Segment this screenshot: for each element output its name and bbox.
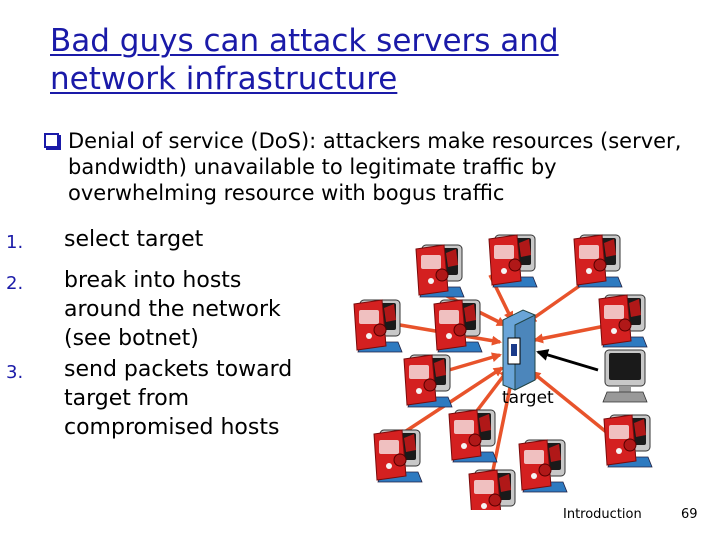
step-3: 3. send packets toward target from compr… xyxy=(6,355,292,442)
title-line-2: network infrastructure xyxy=(50,61,398,97)
host-computer xyxy=(602,349,648,403)
legit-traffic-arrow xyxy=(536,349,599,372)
host-computer xyxy=(433,299,483,353)
intro-bullet: Denial of service (DoS): attackers make … xyxy=(44,128,684,206)
title-line-1: Bad guys can attack servers and xyxy=(50,23,559,59)
footer-section-label: Introduction xyxy=(563,507,642,522)
host-computer xyxy=(518,439,568,493)
host-computer xyxy=(598,294,648,348)
step-text-line: target from xyxy=(64,386,190,411)
step-text-line: compromised hosts xyxy=(64,415,280,440)
target-label: target xyxy=(502,388,554,408)
host-computer xyxy=(403,354,453,408)
host-computer xyxy=(573,234,623,288)
step-number: 2. xyxy=(6,273,24,294)
step-text-line: (see botnet) xyxy=(64,326,199,351)
step-2: 2. break into hosts around the network (… xyxy=(6,266,281,353)
step-number: 1. xyxy=(6,232,24,253)
step-text-line: break into hosts xyxy=(64,268,242,293)
host-computer xyxy=(415,244,465,298)
step-number: 3. xyxy=(6,362,24,383)
host-computer xyxy=(448,409,498,463)
host-computer xyxy=(353,299,403,353)
host-computer xyxy=(373,429,423,483)
step-text-line: around the network xyxy=(64,297,281,322)
page-number: 69 xyxy=(681,507,698,522)
host-computer xyxy=(488,234,538,288)
checkbox-bullet-icon xyxy=(44,133,59,148)
step-text-line: send packets toward xyxy=(64,357,293,382)
step-text: select target xyxy=(64,227,204,252)
step-1: 1. select target xyxy=(6,225,203,254)
intro-text: Denial of service (DoS): attackers make … xyxy=(68,129,682,205)
host-computer xyxy=(468,469,518,510)
host-computer xyxy=(603,414,653,468)
dos-attack-diagram: target xyxy=(353,234,653,510)
slide-title: Bad guys can attack servers and network … xyxy=(50,22,650,98)
target-server xyxy=(502,309,536,391)
